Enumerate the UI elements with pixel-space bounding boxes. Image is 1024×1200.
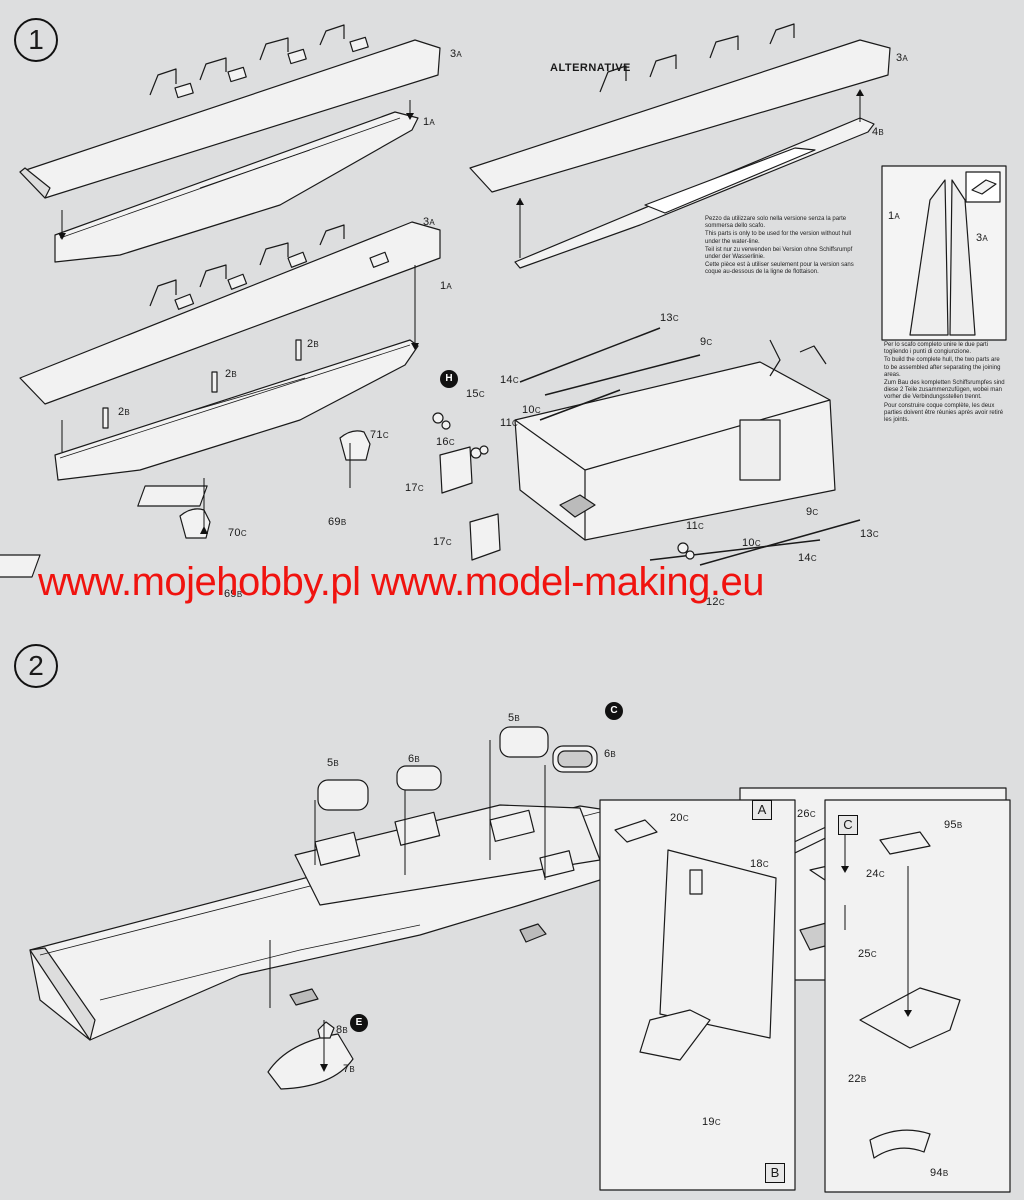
pins-2b [102, 339, 302, 429]
part-label-7b: 7B [343, 1063, 356, 1075]
part-label-9c-b: 9C [806, 506, 819, 518]
waterline-note: Pezzo da utilizzare solo nella versione … [705, 216, 865, 278]
part-label-26c: 26C [797, 808, 816, 820]
part-label-24c: 24C [866, 868, 885, 880]
part-label-17c-b: 17C [433, 536, 452, 548]
part-label-15c-a: 15C [466, 388, 485, 400]
superstructure-step1 [514, 361, 836, 541]
part-label-12c: 12C [706, 596, 725, 608]
marker-e: E [350, 1014, 368, 1032]
part-label-8b: 8B [336, 1024, 349, 1036]
part-label-14c-b: 14C [798, 552, 817, 564]
detail-box-a-letter: A [752, 800, 772, 820]
step-number-1: 1 [14, 18, 58, 62]
part-label-13c-a: 13C [660, 312, 679, 324]
complete-hull-note-de: Zum Bau des kompletten Schiffsrumpfes si… [884, 380, 1005, 401]
stand-71c [137, 430, 371, 507]
complete-hull-note-en: To build the complete hull, the two part… [884, 357, 1001, 378]
marker-c: C [605, 702, 623, 720]
part-label-22b: 22B [848, 1073, 867, 1085]
part-label-19c: 19C [702, 1116, 721, 1128]
part-label-25c: 25C [858, 948, 877, 960]
part-label-3a-top: 3A [450, 48, 463, 60]
complete-hull-note-it: Per lo scafo completo unire le due parti… [884, 342, 989, 356]
part-label-3a-detail: 3A [976, 232, 989, 244]
part-label-6b-left: 6B [408, 753, 421, 765]
alt-upper-deck-3a [469, 23, 891, 193]
part-label-2b-3: 2B [307, 338, 320, 350]
part-label-18c: 18C [750, 858, 769, 870]
waterline-note-fr: Cette pièce est à utiliser seulement pou… [705, 262, 854, 276]
part-label-2b-2: 2B [225, 368, 238, 380]
part-label-10c-b: 10C [742, 537, 761, 549]
part-label-95b: 95B [944, 819, 963, 831]
part-label-69b-left: 69B [224, 588, 243, 600]
part-label-11c-b: 11C [686, 520, 705, 532]
part-label-2b-1: 2B [118, 406, 131, 418]
part-label-13c-b: 13C [860, 528, 879, 540]
part-label-4b-alt: 4B [872, 126, 885, 138]
part-label-10c-a: 10C [522, 404, 541, 416]
waterline-note-en: This parts is only to be used for the ve… [705, 231, 852, 245]
detail-box-b-letter: B [765, 1163, 785, 1183]
part-label-5b-right: 5B [508, 712, 521, 724]
part-label-1a-top: 1A [423, 116, 436, 128]
complete-hull-note-fr: Pour construire coque complète, les deux… [884, 402, 1004, 424]
part-label-94b: 94B [930, 1167, 949, 1179]
part-label-16c: 16C [436, 436, 455, 448]
detail-box-c-letter: C [838, 815, 858, 835]
part-label-3a-alt: 3A [896, 52, 909, 64]
funnel-caps [317, 726, 598, 811]
lower-hull-1a-top [54, 111, 419, 263]
part-label-11c-a: 11C [500, 417, 519, 429]
part-label-71c: 71C [370, 429, 389, 441]
part-label-5b-left: 5B [327, 757, 340, 769]
small-fittings-15c-16c [432, 412, 695, 560]
part-label-20c: 20C [670, 812, 689, 824]
part-label-69b-right: 69B [328, 516, 347, 528]
upper-deck-3a-mid [19, 221, 441, 405]
part-label-70c: 70C [228, 527, 247, 539]
part-label-3a-mid: 3A [423, 216, 436, 228]
part-label-6b-right: 6B [604, 748, 617, 760]
part-label-1a-mid: 1A [440, 280, 453, 292]
panels-17c [439, 446, 501, 561]
masts-and-yards [519, 327, 861, 566]
guide-lines [61, 90, 909, 1068]
part-label-9c-a: 9C [700, 336, 713, 348]
display-base-7b [267, 1021, 354, 1090]
marker-h: H [440, 370, 458, 388]
part-label-14c-a: 14C [500, 374, 519, 386]
detail-box-c [824, 799, 1011, 1193]
lower-hull-1a-mid [54, 339, 419, 481]
ship-hull-step2 [29, 804, 661, 1041]
upper-deck-3a-top [19, 24, 441, 199]
alternative-title: ALTERNATIVE [550, 62, 631, 74]
watermark-urls: www.mojehobby.pl www.model-making.eu [38, 560, 765, 604]
waterline-note-it: Pezzo da utilizzare solo nella versione … [705, 216, 847, 230]
part-label-1a-detail: 1A [888, 210, 901, 222]
detail-box-b [599, 799, 796, 1191]
arrow-heads [58, 89, 912, 1072]
step-number-2: 2 [14, 644, 58, 688]
waterline-note-de: Teil ist nur zu verwenden bei Version oh… [705, 246, 853, 261]
part-label-17c-a: 17C [405, 482, 424, 494]
complete-hull-note: Per lo scafo completo unire le due parti… [884, 342, 1006, 425]
joint-detail [881, 165, 1007, 341]
